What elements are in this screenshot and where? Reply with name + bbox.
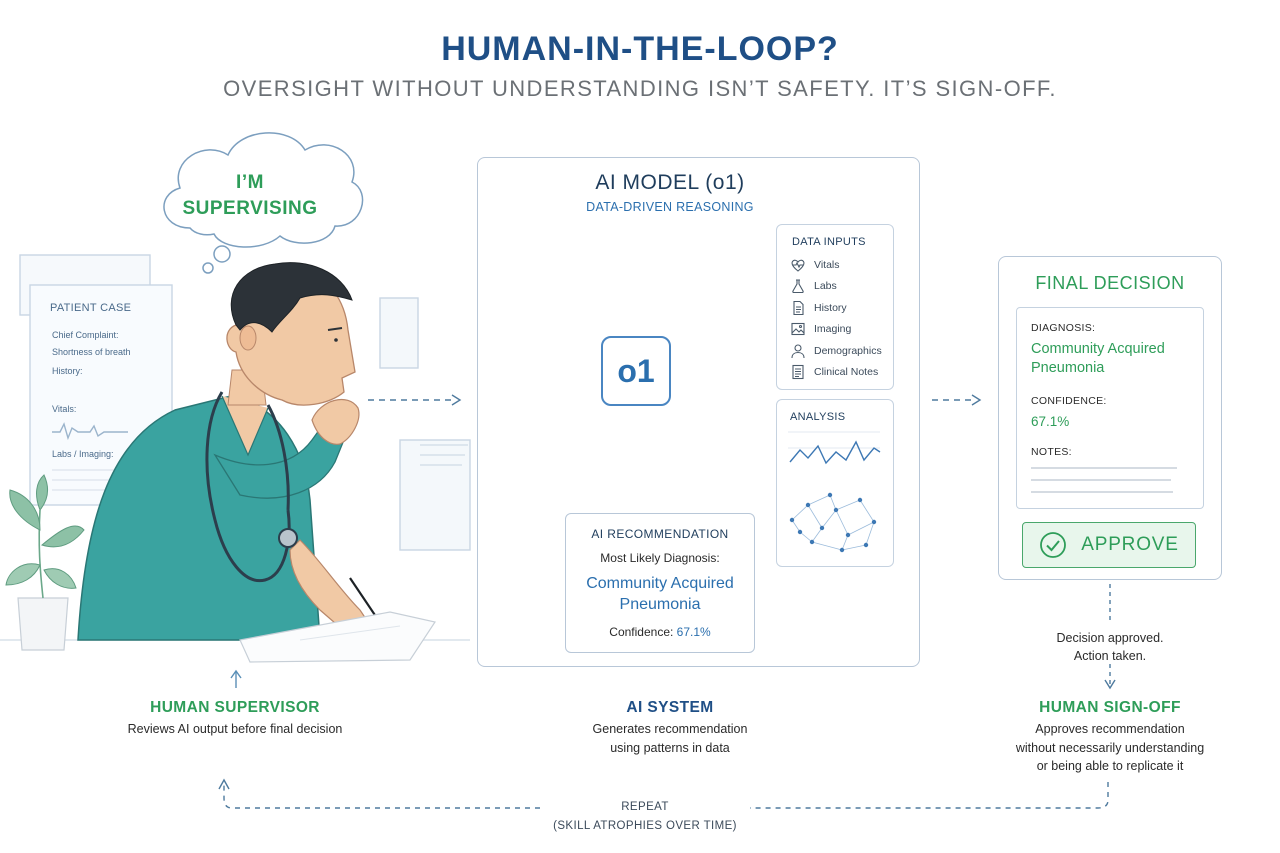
thought-bubble-text: I’M SUPERVISING: [180, 170, 320, 222]
input-item-history: History: [790, 300, 847, 316]
ai-system-title: AI SYSTEM: [626, 699, 714, 716]
final-decision-card: [1016, 307, 1204, 509]
final-confidence-label: CONFIDENCE:: [1031, 395, 1107, 407]
human-signoff-title: HUMAN SIGN-OFF: [1039, 699, 1181, 716]
notes-line: [1031, 491, 1173, 493]
input-item-vitals: Vitals: [790, 257, 840, 273]
analysis-box: [776, 399, 894, 567]
chief-complaint-label: Chief Complaint:: [52, 330, 119, 340]
ai-model-title: AI MODEL (o1): [595, 171, 745, 194]
input-item-imaging: Imaging: [790, 321, 851, 337]
repeat-line-1: REPEAT: [621, 801, 669, 813]
signoff-desc-line-2: without necessarily understanding: [1015, 740, 1205, 755]
decision-note-line-2: Action taken.: [1073, 649, 1147, 663]
ai-model-subtitle: DATA-DRIVEN REASONING: [586, 200, 754, 214]
human-signoff-desc: Approves recommendation without necessar…: [985, 720, 1235, 776]
input-item-demographics: Demographics: [790, 343, 882, 359]
ai-recommendation-box: [565, 513, 755, 653]
notes-icon: [792, 364, 804, 380]
repeat-line-2: (SKILL ATROPHIES OVER TIME): [553, 820, 737, 832]
input-label-history: History: [814, 302, 847, 314]
ai-dx-line-2: Pneumonia: [619, 596, 701, 613]
paper-notepad: [239, 611, 436, 663]
labs-imaging-label: Labs / Imaging:: [52, 449, 114, 459]
repeat-loop-label: REPEAT (SKILL ATROPHIES OVER TIME): [540, 798, 750, 836]
ai-recommendation-title: AI RECOMMENDATION: [591, 527, 729, 541]
thought-bubble: [163, 132, 364, 274]
ai-confidence-value: 67.1%: [676, 625, 711, 639]
plant: [5, 474, 85, 651]
final-diagnosis-line-1: Community Acquired: [1031, 341, 1165, 357]
flow-arrows: [218, 394, 1116, 809]
ai-confidence-label: Confidence:: [609, 625, 674, 639]
signoff-desc-line-3: or being able to replicate it: [1036, 759, 1184, 773]
history-label: History:: [52, 366, 83, 376]
patient-case-title: PATIENT CASE: [50, 302, 132, 314]
ai-recommendation-confidence: Confidence: 67.1%: [565, 625, 755, 639]
data-inputs-box: [776, 224, 894, 390]
input-item-clinical-notes: Clinical Notes: [790, 364, 878, 380]
document-icon: [793, 300, 804, 316]
data-inputs-title: DATA INPUTS: [792, 236, 866, 248]
page-title: HUMAN-IN-THE-LOOP?: [441, 30, 839, 68]
notes-line: [1031, 479, 1171, 481]
input-label-labs: Labs: [814, 280, 837, 292]
thought-line-1: I’M: [236, 172, 264, 193]
ai-system-desc-line-1: Generates recommendation: [592, 722, 748, 736]
analysis-title: ANALYSIS: [790, 411, 846, 423]
human-supervisor-title: HUMAN SUPERVISOR: [150, 699, 320, 716]
notes-line: [1031, 467, 1177, 469]
input-label-vitals: Vitals: [814, 259, 840, 271]
ai-dx-line-1: Community Acquired: [586, 575, 734, 592]
vitals-label: Vitals:: [52, 404, 77, 414]
approve-button[interactable]: APPROVE: [1022, 522, 1196, 568]
ai-system-desc-line-2: using patterns in data: [610, 740, 730, 755]
input-label-clinical-notes: Clinical Notes: [814, 366, 879, 378]
final-decision-title: FINAL DECISION: [1035, 273, 1185, 293]
final-diagnosis-label: DIAGNOSIS:: [1031, 322, 1096, 334]
page-subtitle: OVERSIGHT WITHOUT UNDERSTANDING ISN’T SA…: [223, 76, 1057, 101]
input-item-labs: Labs: [790, 278, 837, 294]
chief-complaint-value: Shortness of breath: [52, 347, 131, 357]
o1-model-badge: o1: [601, 336, 671, 406]
final-notes-label: NOTES:: [1031, 446, 1072, 458]
final-confidence-value: 67.1%: [1031, 414, 1070, 429]
flask-icon: [792, 279, 804, 294]
approve-button-label: APPROVE: [1081, 534, 1179, 555]
decision-status-note: Decision approved. Action taken.: [1030, 629, 1190, 665]
human-supervisor-desc: Reviews AI output before final decision: [127, 722, 343, 736]
ai-recommendation-diagnosis: Community Acquired Pneumonia: [565, 573, 755, 615]
input-label-demographics: Demographics: [814, 345, 882, 357]
doctor-illustration: [77, 262, 386, 641]
check-circle-icon: [1040, 532, 1067, 558]
thought-line-2: SUPERVISING: [182, 198, 318, 219]
person-icon: [791, 344, 805, 359]
input-label-imaging: Imaging: [814, 323, 852, 335]
final-diagnosis-line-2: Pneumonia: [1031, 360, 1105, 376]
image-icon: [791, 322, 805, 336]
signoff-desc-line-1: Approves recommendation: [1035, 722, 1185, 736]
ai-system-desc: Generates recommendation using patterns …: [540, 720, 800, 757]
ai-recommendation-label: Most Likely Diagnosis:: [600, 551, 720, 565]
decision-note-line-1: Decision approved.: [1056, 631, 1164, 645]
heart-pulse-icon: [791, 259, 805, 272]
